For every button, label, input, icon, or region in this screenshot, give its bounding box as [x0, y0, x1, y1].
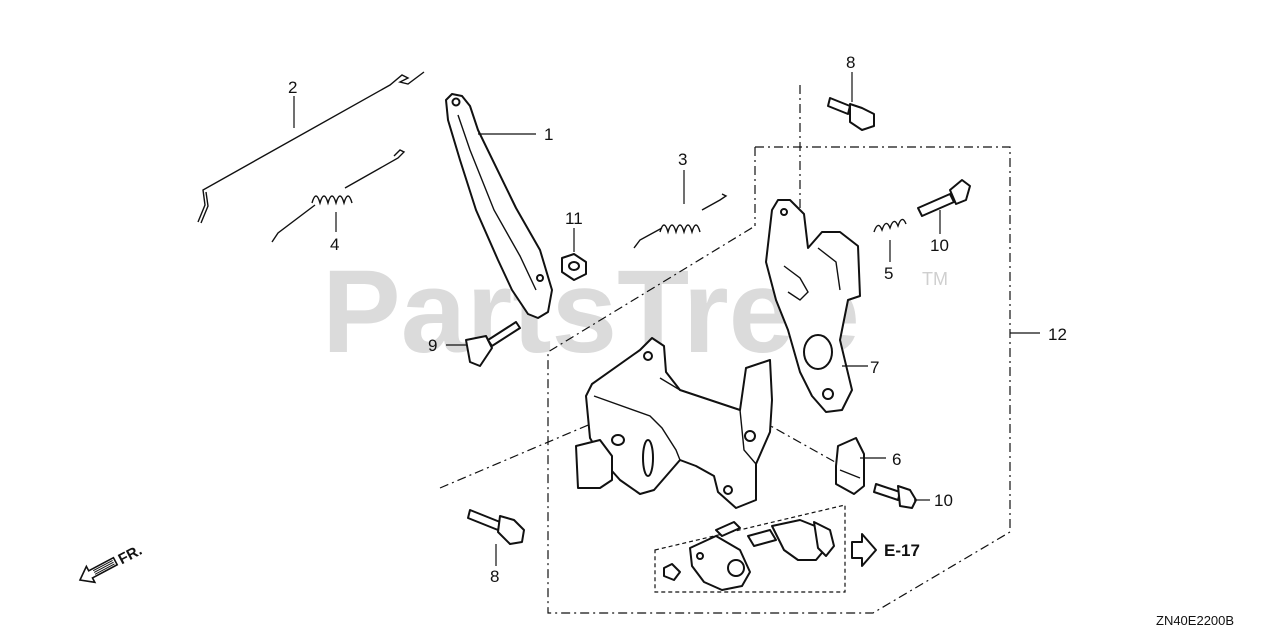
diagram-code: ZN40E2200B	[1156, 613, 1234, 628]
callout-2[interactable]: 2	[288, 78, 297, 97]
part-main-bracket	[575, 337, 773, 509]
assembly-outline	[439, 85, 1040, 614]
leader-lines	[293, 72, 941, 566]
direction-label: FR.	[116, 542, 145, 568]
part-control-plate	[765, 199, 861, 413]
part-lever-arm	[445, 93, 553, 319]
part-bolt-8-top	[827, 97, 875, 131]
part-rod	[197, 71, 425, 224]
reference-label[interactable]: E-17	[884, 541, 920, 560]
part-nut	[561, 253, 587, 281]
callout-11[interactable]: 11	[565, 209, 583, 228]
callout-5[interactable]: 5	[884, 264, 893, 283]
part-spring-3	[633, 193, 728, 249]
callout-10-bottom[interactable]: 10	[934, 491, 953, 510]
callout-1[interactable]: 1	[544, 125, 553, 144]
callout-9[interactable]: 9	[428, 336, 437, 355]
part-spring-4	[271, 149, 406, 243]
watermark-trademark: TM	[922, 269, 948, 289]
reference-arrow[interactable]: E-17	[851, 533, 920, 567]
callout-12[interactable]: 12	[1048, 325, 1067, 344]
callout-7[interactable]: 7	[870, 358, 879, 377]
callout-8-top[interactable]: 8	[846, 53, 855, 72]
callout-8-bottom[interactable]: 8	[490, 567, 499, 586]
part-bolt-8-bottom	[467, 509, 525, 545]
callout-3[interactable]: 3	[678, 150, 687, 169]
part-screw-10-bottom	[873, 483, 917, 509]
direction-indicator: FR.	[78, 542, 145, 584]
part-screw-10-top	[917, 179, 971, 217]
part-clip	[835, 437, 865, 495]
part-screw-9	[465, 321, 521, 367]
part-switch-assembly	[663, 519, 835, 591]
callout-6[interactable]: 6	[892, 450, 901, 469]
callout-4[interactable]: 4	[330, 235, 339, 254]
callout-10-top[interactable]: 10	[930, 236, 949, 255]
part-spring-5	[873, 218, 907, 233]
